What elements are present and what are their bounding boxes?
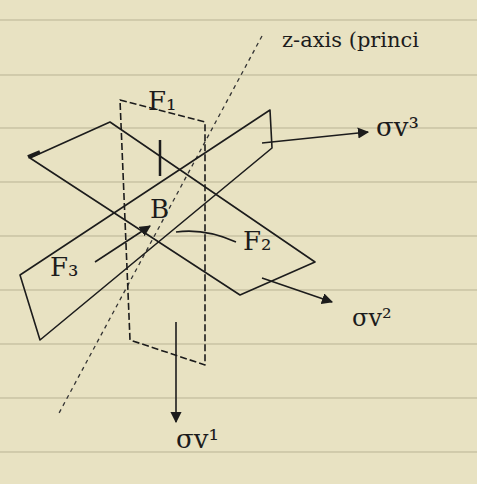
mirror-plane <box>20 110 272 340</box>
symbol-label: σv² <box>352 306 392 330</box>
z-axis-line <box>58 36 262 415</box>
symbol-label: F₁ <box>148 88 176 114</box>
leader-arrow <box>95 226 150 262</box>
axis-label: z-axis (princi <box>282 30 419 51</box>
ruled-lines <box>0 20 477 452</box>
symbol-label: σv¹ <box>176 426 219 452</box>
leader-arrow <box>175 322 177 422</box>
tick-mark <box>159 140 162 176</box>
symbol-label: F₃ <box>50 254 78 280</box>
symbol-label: F₂ <box>243 228 271 254</box>
mirror-plane <box>120 100 205 365</box>
symbol-label: B <box>150 196 169 222</box>
symbol-label: σv³ <box>376 114 419 140</box>
mirror-plane <box>30 122 315 295</box>
tick-mark <box>28 152 40 157</box>
leader-line <box>176 231 236 242</box>
leader-arrow <box>262 278 332 302</box>
leader-arrow <box>262 132 368 143</box>
